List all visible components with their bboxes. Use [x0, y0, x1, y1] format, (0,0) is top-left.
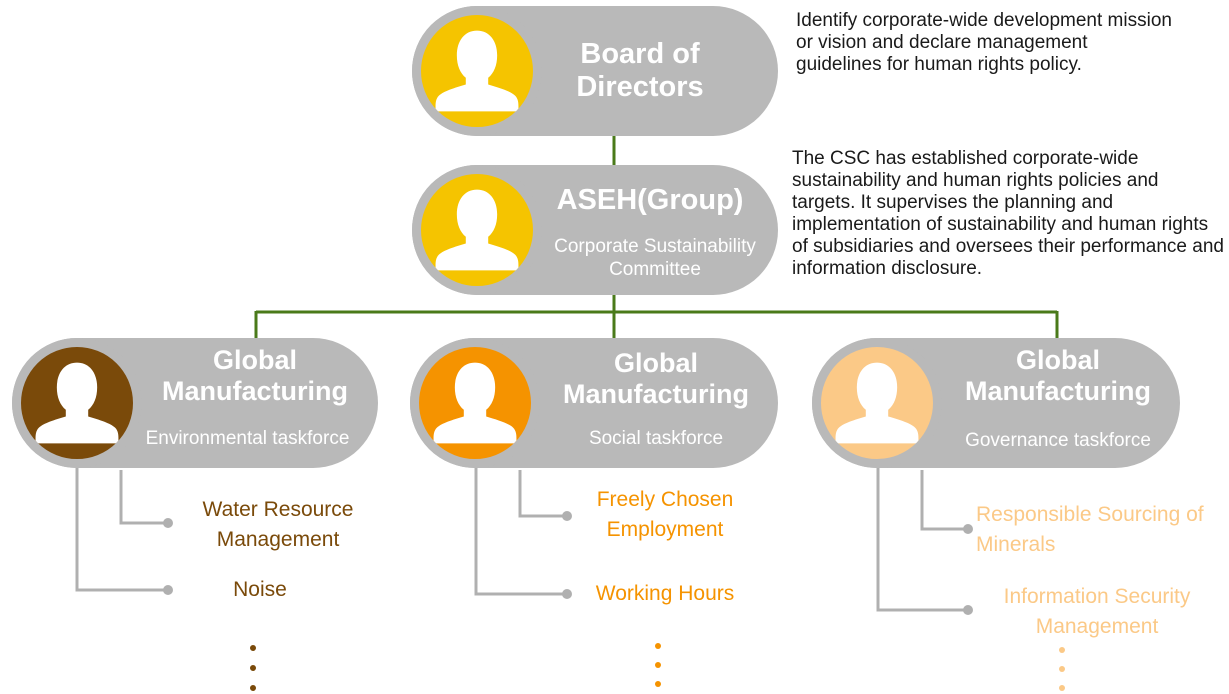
gov-topic-1: Responsible Sourcing of Minerals	[976, 503, 1204, 556]
gov-topic2-dot	[963, 605, 973, 615]
group-description: The CSC has established corporate-wide s…	[792, 148, 1224, 279]
env-topic2-dot	[163, 585, 173, 595]
social-title: Global Manufacturing	[563, 348, 749, 410]
env-topic-2: Noise	[233, 578, 287, 601]
env-title: Global Manufacturing	[162, 345, 348, 407]
person-icon	[835, 362, 919, 444]
person-icon	[435, 189, 519, 271]
board-avatar	[412, 6, 542, 136]
person-icon	[35, 362, 119, 444]
social-topic-1: Freely Chosen Employment	[596, 488, 734, 541]
gov-topic2-connector	[876, 462, 968, 612]
env-subtitle: Environmental taskforce	[145, 428, 350, 449]
env-ellipsis	[250, 645, 256, 691]
person-icon	[435, 30, 519, 112]
gov-topic1-dot	[963, 524, 973, 534]
social-topic2-connector	[474, 462, 567, 596]
social-avatar	[410, 338, 540, 468]
social-topic1-dot	[562, 511, 572, 521]
gov-topic-2: Information Security Management	[1003, 585, 1191, 638]
social-subtitle: Social taskforce	[588, 428, 724, 449]
board-description: Identify corporate-wide development miss…	[796, 10, 1172, 75]
group-title: ASEH(Group)	[556, 184, 744, 216]
person-icon	[433, 362, 517, 444]
social-topic-2: Working Hours	[595, 582, 735, 605]
social-topic2-dot	[562, 589, 572, 599]
env-avatar	[12, 338, 142, 468]
group-avatar	[412, 165, 542, 295]
social-topic1-connector	[518, 470, 567, 518]
group-subtitle: Corporate Sustainability Committee	[554, 236, 756, 280]
env-topic2-connector	[75, 462, 168, 592]
gov-title: Global Manufacturing	[965, 345, 1151, 407]
env-topic1-dot	[163, 518, 173, 528]
env-topic1-connector	[119, 470, 168, 525]
gov-avatar	[812, 338, 942, 468]
social-ellipsis	[655, 643, 661, 687]
board-title: Board of Directors	[576, 38, 704, 104]
gov-ellipsis	[1059, 647, 1065, 691]
env-topic-1: Water Resource Management	[202, 498, 354, 551]
gov-subtitle: Governance taskforce	[965, 430, 1151, 451]
gov-topic1-connector	[920, 470, 968, 531]
